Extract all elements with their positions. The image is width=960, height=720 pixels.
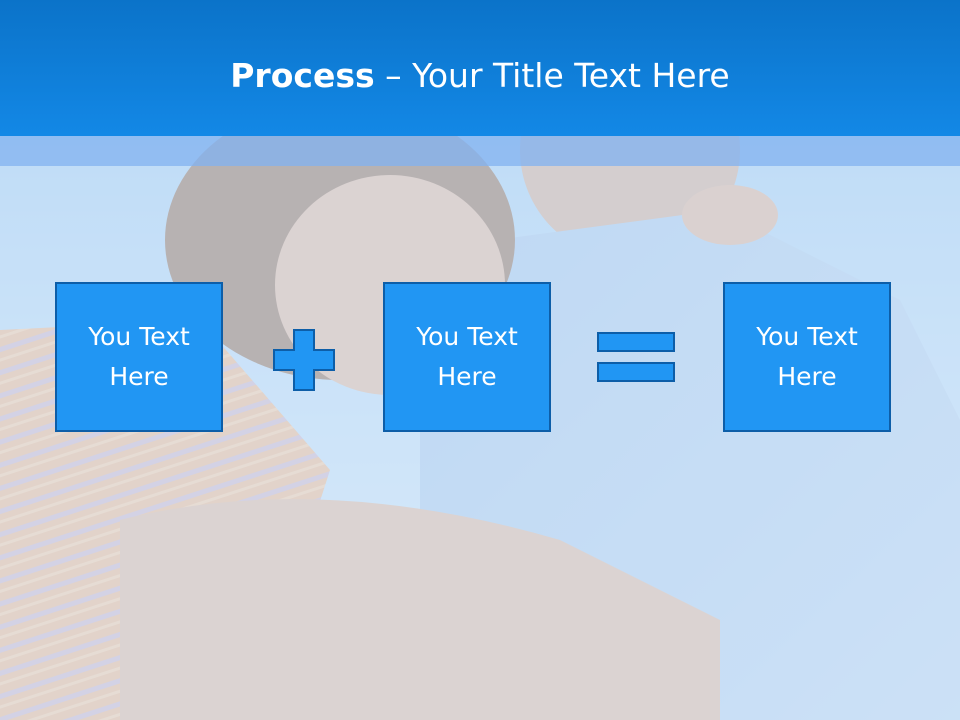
process-box-1[interactable]: You Text Here	[55, 282, 223, 432]
process-box-2[interactable]: You Text Here	[383, 282, 551, 432]
header-band	[0, 136, 960, 166]
slide-title: Process – Your Title Text Here	[0, 54, 960, 98]
plus-icon	[273, 329, 335, 391]
process-box-3[interactable]: You Text Here	[723, 282, 891, 432]
title-bar	[0, 0, 960, 136]
title-rest: – Your Title Text Here	[374, 56, 730, 95]
process-box-3-text: You Text Here	[756, 322, 858, 391]
process-box-1-text: You Text Here	[88, 322, 190, 391]
title-bold: Process	[230, 56, 375, 95]
equals-icon	[597, 332, 675, 382]
process-box-2-text: You Text Here	[416, 322, 518, 391]
